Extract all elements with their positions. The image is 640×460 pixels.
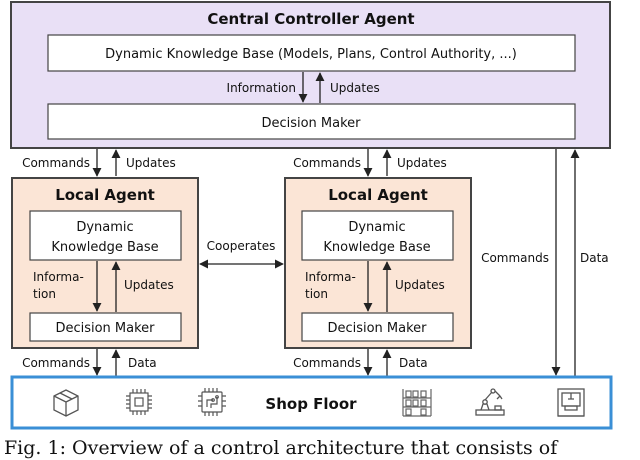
cpu-chip-icon xyxy=(126,389,152,415)
central-data-label: Data xyxy=(580,251,609,265)
left-information-label-line1: Informa- xyxy=(33,270,84,284)
central-information-label: Information xyxy=(227,81,296,95)
central-controller-title: Central Controller Agent xyxy=(207,10,414,28)
right-decision-maker-box xyxy=(301,312,454,342)
left-knowledge-base-line2: Knowledge Base xyxy=(51,240,158,255)
right-local-updates-label: Updates xyxy=(395,278,445,292)
shop-floor-label: Shop Floor xyxy=(265,395,357,413)
left-floor-commands-label: Commands xyxy=(22,356,90,370)
left-commands-label: Commands xyxy=(22,156,90,170)
cnc-machine-icon xyxy=(557,388,585,417)
figure-caption: Fig. 1: Overview of a control architectu… xyxy=(4,437,558,459)
right-floor-commands-label: Commands xyxy=(293,356,361,370)
cooperates-label: Cooperates xyxy=(207,239,276,253)
central-decision-maker-label: Decision Maker xyxy=(261,116,361,131)
central-decision-maker-box xyxy=(47,103,576,140)
right-local-agent-title: Local Agent xyxy=(328,186,428,204)
central-knowledge-base-label: Dynamic Knowledge Base (Models, Plans, C… xyxy=(105,47,517,62)
robot-arm-icon xyxy=(475,388,505,416)
right-information-label-line1: Informa- xyxy=(305,270,356,284)
left-local-agent-title: Local Agent xyxy=(55,186,155,204)
architecture-diagram: Central Controller Agent Dynamic Knowled… xyxy=(10,1,613,430)
right-decision-maker-label: Decision Maker xyxy=(327,321,427,336)
right-floor-data-label: Data xyxy=(399,356,428,370)
right-commands-label: Commands xyxy=(293,156,361,170)
central-knowledge-base-box xyxy=(47,34,576,72)
warehouse-rack-icon xyxy=(402,389,432,417)
shop-floor-box xyxy=(10,375,613,430)
central-commands-label: Commands xyxy=(481,251,549,265)
left-knowledge-base-box xyxy=(29,210,182,261)
left-updates-label: Updates xyxy=(126,156,176,170)
left-information-label-line2: tion xyxy=(33,287,56,301)
left-decision-maker-box xyxy=(29,312,182,342)
package-box-icon xyxy=(53,389,79,417)
right-knowledge-base-line2: Knowledge Base xyxy=(323,240,430,255)
circuit-chip-icon xyxy=(198,388,226,416)
left-floor-data-label: Data xyxy=(128,356,157,370)
left-decision-maker-label: Decision Maker xyxy=(55,321,155,336)
right-knowledge-base-line1: Dynamic xyxy=(348,220,405,235)
left-knowledge-base-line1: Dynamic xyxy=(76,220,133,235)
central-updates-label: Updates xyxy=(330,81,380,95)
left-local-updates-label: Updates xyxy=(124,278,174,292)
right-information-label-line2: tion xyxy=(305,287,328,301)
right-knowledge-base-box xyxy=(301,210,454,261)
right-updates-label: Updates xyxy=(397,156,447,170)
